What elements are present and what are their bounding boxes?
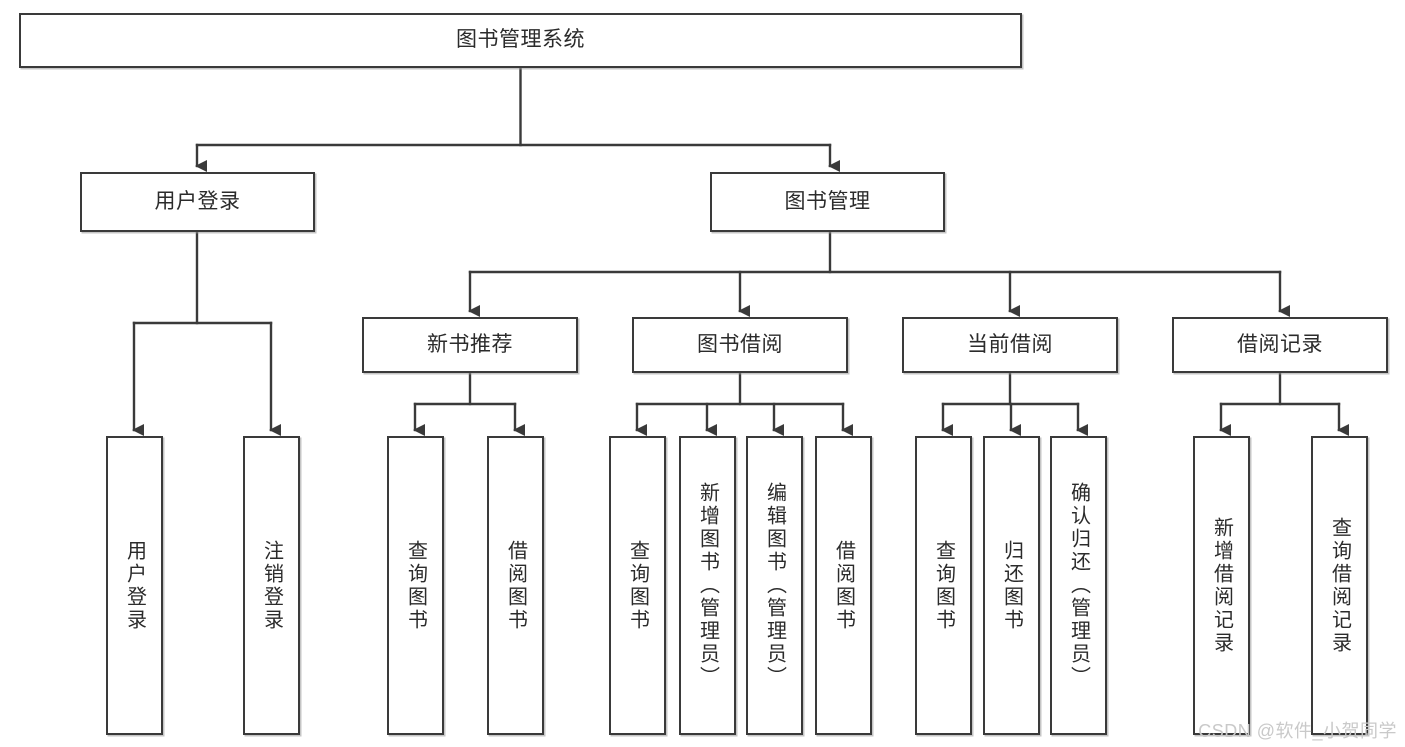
node-borrow-record[interactable]: 借阅记录	[1172, 317, 1388, 373]
leaf-return-book[interactable]: 归还图书	[983, 436, 1040, 735]
node-new-book-recommend-label: 新书推荐	[427, 332, 513, 356]
node-book-borrow[interactable]: 图书借阅	[632, 317, 848, 373]
node-book-management-label: 图书管理	[784, 189, 871, 213]
leaf-confirm-return-admin[interactable]: 确认归还（管理员）	[1050, 436, 1107, 735]
node-user-login-label: 用户登录	[154, 189, 241, 213]
leaf-label: 查询图书	[932, 539, 955, 632]
node-borrow-record-label: 借阅记录	[1237, 332, 1323, 356]
leaf-label: 查询借阅记录	[1328, 516, 1351, 655]
leaf-logout[interactable]: 注销登录	[243, 436, 300, 735]
leaf-label: 编辑图书（管理员）	[763, 482, 786, 689]
leaf-borrow-book[interactable]: 借阅图书	[815, 436, 872, 735]
leaf-label: 借阅图书	[504, 539, 527, 632]
leaf-edit-book-admin[interactable]: 编辑图书（管理员）	[746, 436, 803, 735]
leaf-label: 用户登录	[123, 539, 146, 632]
leaf-query-book-borrow[interactable]: 查询图书	[609, 436, 666, 735]
leaf-user-login[interactable]: 用户登录	[106, 436, 163, 735]
leaf-borrow-book-newbook[interactable]: 借阅图书	[487, 436, 544, 735]
leaf-query-borrow-record[interactable]: 查询借阅记录	[1311, 436, 1368, 735]
leaf-label: 新增借阅记录	[1210, 516, 1233, 655]
leaf-label: 新增图书（管理员）	[696, 482, 719, 689]
leaf-label: 查询图书	[626, 539, 649, 632]
leaf-label: 确认归还（管理员）	[1067, 482, 1090, 689]
node-book-borrow-label: 图书借阅	[697, 332, 783, 356]
node-current-borrow[interactable]: 当前借阅	[902, 317, 1118, 373]
node-root[interactable]: 图书管理系统	[19, 13, 1022, 68]
leaf-query-book-current[interactable]: 查询图书	[915, 436, 972, 735]
node-root-label: 图书管理系统	[456, 28, 585, 52]
node-user-login[interactable]: 用户登录	[80, 172, 315, 232]
leaf-add-book-admin[interactable]: 新增图书（管理员）	[679, 436, 736, 735]
leaf-add-borrow-record[interactable]: 新增借阅记录	[1193, 436, 1250, 735]
leaf-label: 查询图书	[404, 539, 427, 632]
node-new-book-recommend[interactable]: 新书推荐	[362, 317, 578, 373]
node-book-management[interactable]: 图书管理	[710, 172, 945, 232]
leaf-label: 借阅图书	[832, 539, 855, 632]
leaf-query-book-newbook[interactable]: 查询图书	[387, 436, 444, 735]
leaf-label: 注销登录	[260, 539, 283, 632]
leaf-label: 归还图书	[1000, 539, 1023, 632]
node-current-borrow-label: 当前借阅	[967, 332, 1053, 356]
